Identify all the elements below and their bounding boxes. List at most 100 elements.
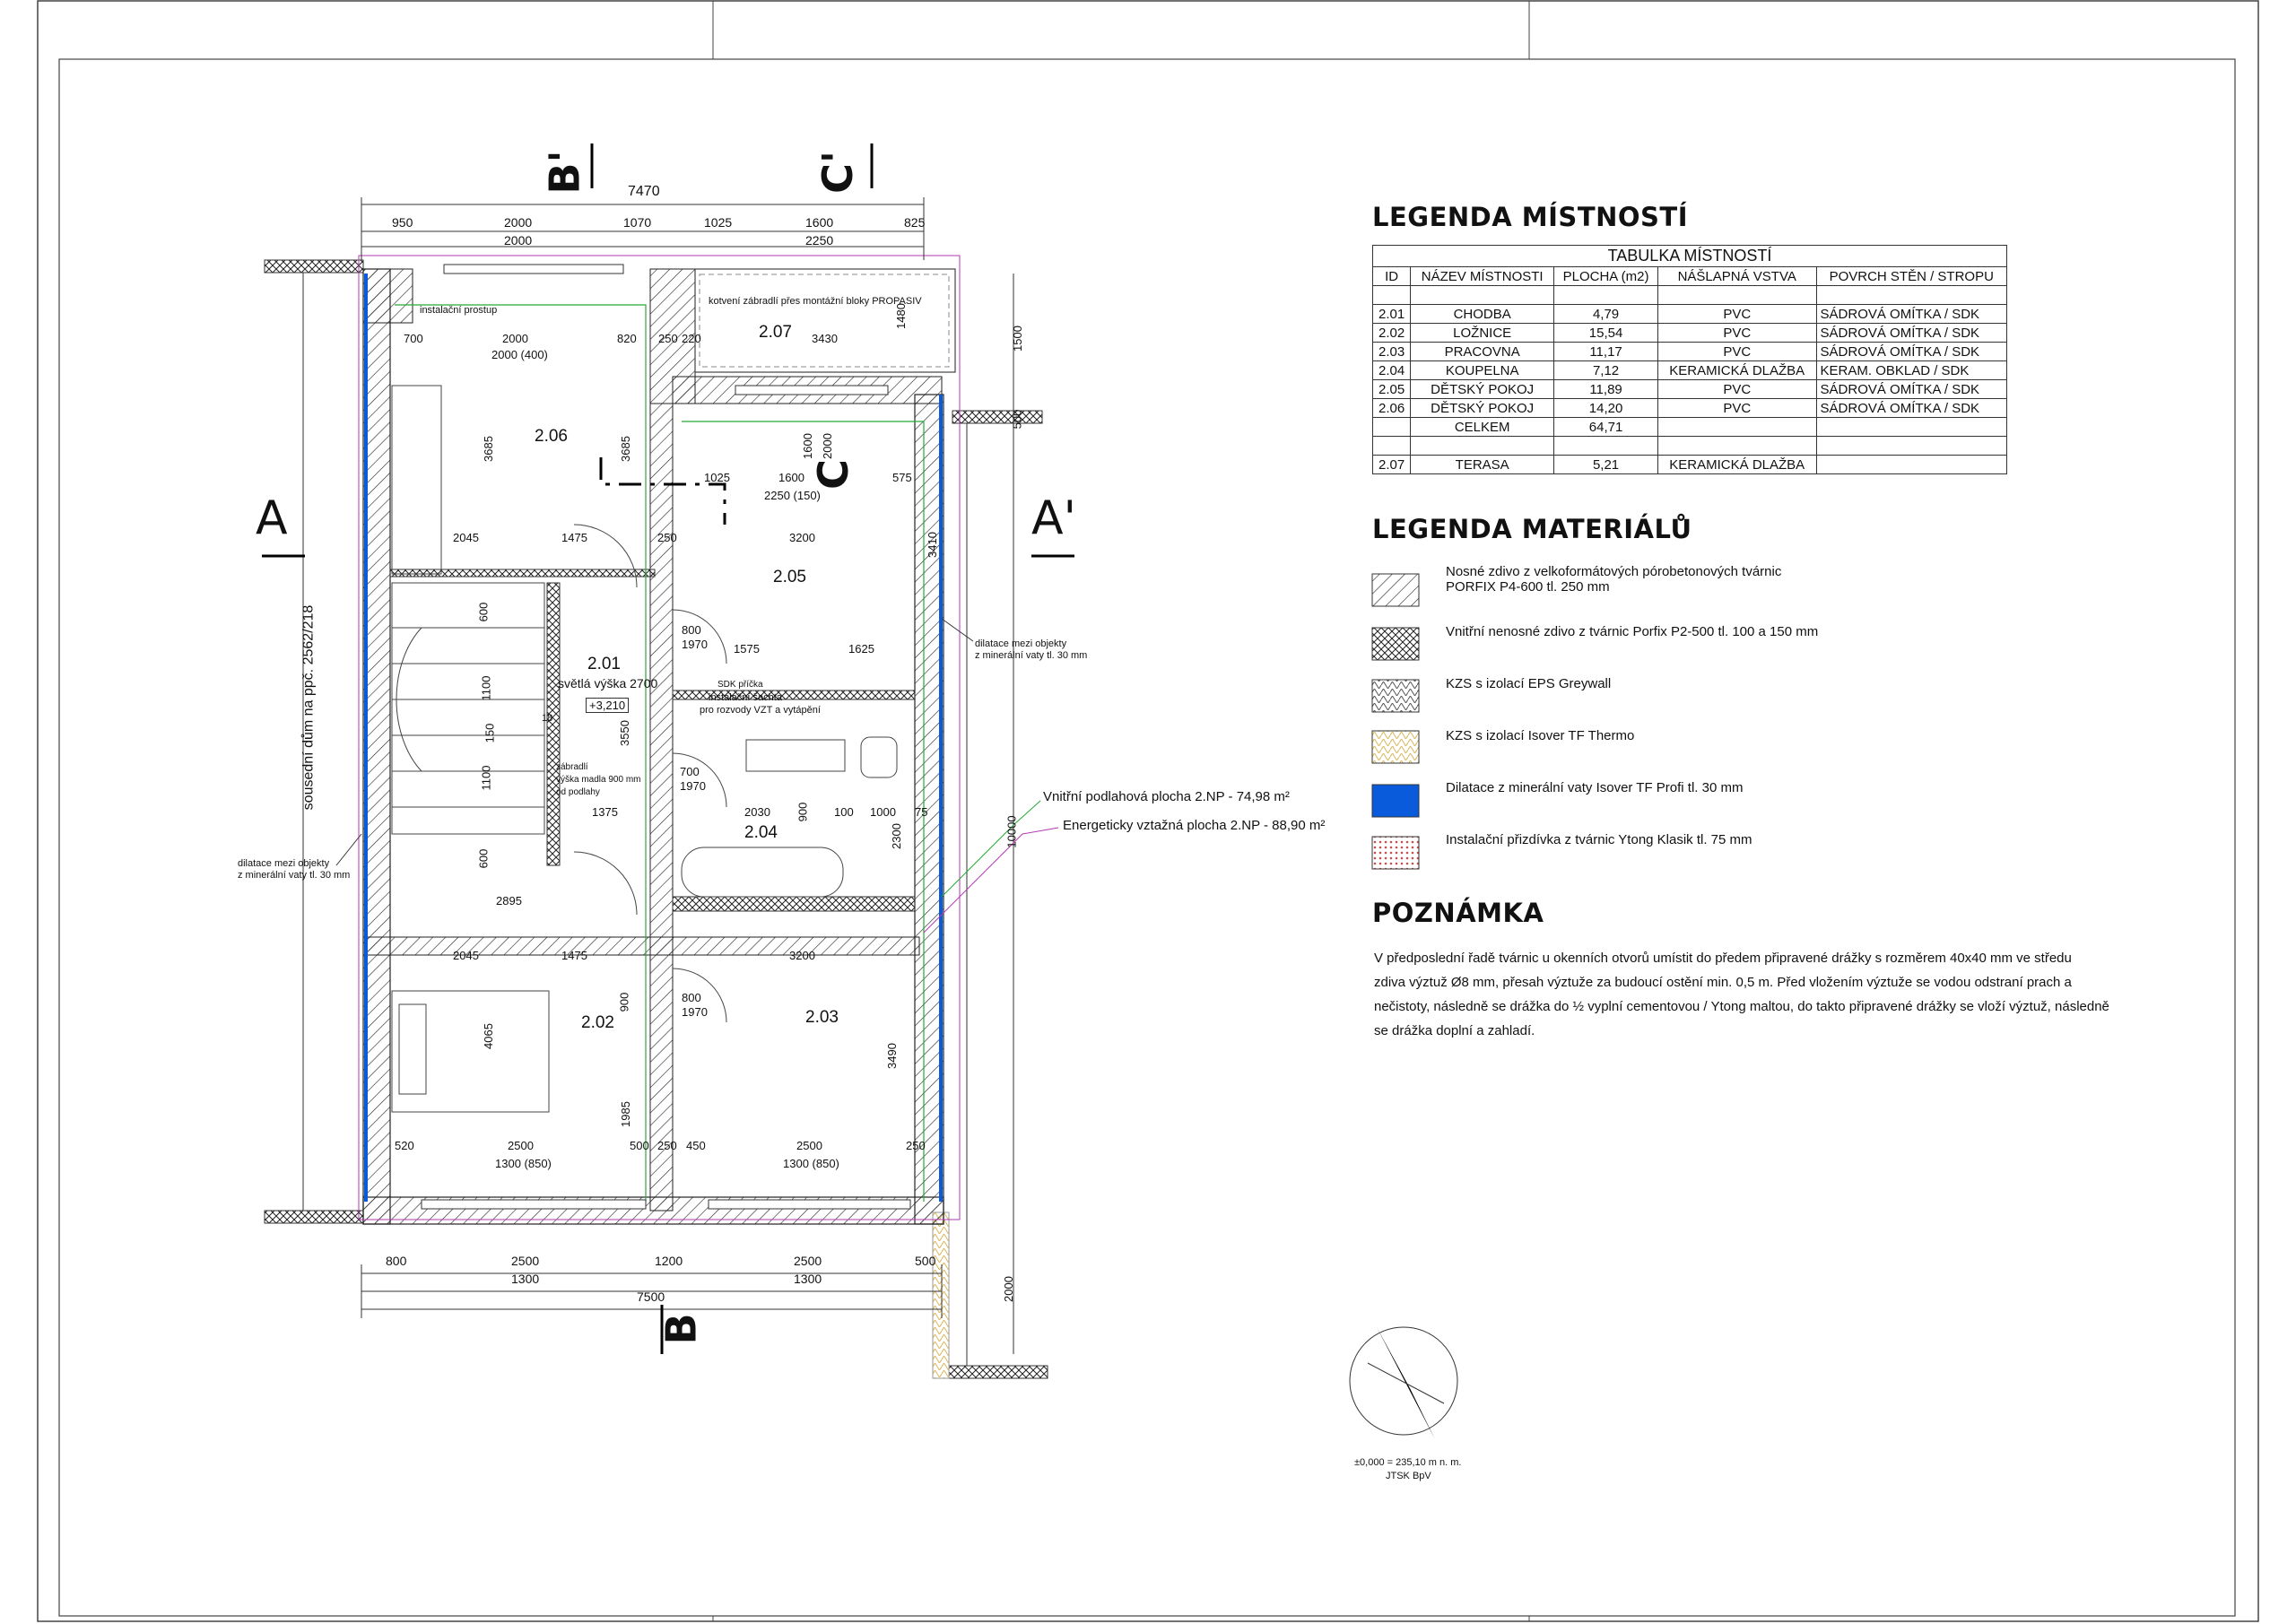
dim-label: 1500 [1010,326,1024,352]
dim-label: 450 [686,1139,706,1152]
section-mark-a-right: A' [1031,491,1076,545]
dim-label: 250 [658,332,678,345]
cell: PVC [1657,304,1817,324]
room-2-06: 2.06 [535,427,568,446]
cell: SÁDROVÁ OMÍTKA / SDK [1815,323,2008,343]
dim-label: 2500 [511,1254,540,1268]
material-label: KZS s izolací EPS Greywall [1446,675,1612,691]
dim-label: 2250 [805,233,834,248]
cell: LOŽNICE [1410,323,1555,343]
bathroom-fixtures [681,736,898,898]
dim-label: 3685 [618,436,632,462]
bearing-walls [362,268,944,1225]
cell: KOUPELNA [1410,360,1555,380]
dim-label: 3200 [789,949,815,962]
cell: SÁDROVÁ OMÍTKA / SDK [1815,398,2008,418]
cell: 2.06 [1371,398,1412,418]
dim-label: 3430 [812,332,838,345]
leader-lines [335,618,1059,934]
material-label: Nosné zdivo z velkoformátových pórobeton… [1446,564,1782,579]
dim-label: 3410 [925,532,939,558]
dim-label: 800 [682,623,701,637]
dim-label: 3490 [884,1043,899,1069]
section-mark-a-left: A [256,491,288,545]
dim-label: 2000 [504,233,533,248]
material-item: Dilatace z minerální vaty Isover TF Prof… [1446,761,2117,813]
room-2-01-height: světlá výška 2700 [558,676,658,690]
dim-label: 100 [834,805,854,819]
dim-label: 1025 [704,215,733,230]
floor-area-label: Vnitřní podlahová plocha 2.NP - 74,98 m² [1043,789,1290,804]
cell: KERAM. OBKLAD / SDK [1815,360,2008,380]
inner-frame [58,58,2236,1617]
dim-label: 575 [892,471,912,484]
room-2-02: 2.02 [581,1013,614,1032]
doors [573,524,727,1023]
cell: KERAMICKÁ DLAŽBA [1657,360,1817,380]
cell: 4,79 [1553,304,1658,324]
column-header: POVRCH STĚN / STROPU [1815,266,2008,286]
dim-label: 1300 [511,1272,540,1286]
dim-label: 3550 [617,720,631,746]
dim-label: 800 [386,1254,407,1268]
cell: 64,71 [1553,417,1658,437]
material-label: Instalační přizdívka z tvárnic Ytong Kla… [1446,831,1752,847]
materials-legend-heading: LEGENDA MATERIÁLŮ [1372,514,1692,544]
dim-label: 700 [680,765,700,778]
dim-label: 1985 [618,1101,632,1127]
dim-label: 10000 [1004,815,1019,848]
legend-panel: LEGENDA MÍSTNOSTÍ TABULKA MÍSTNOSTÍ ID N… [1371,202,2118,1043]
cell: 14,20 [1553,398,1658,418]
material-label: Vnitřní nenosné zdivo z tvárnic Porfix P… [1446,623,1819,639]
dim-label: 1575 [734,642,760,656]
dim-label: 1475 [561,531,587,544]
rooms-table: TABULKA MÍSTNOSTÍ ID NÁZEV MÍSTNOSTI PLO… [1371,245,2008,474]
dim-label: 4065 [481,1023,495,1049]
cell: 2.02 [1371,323,1412,343]
staircase [391,582,545,835]
column-header: NÁŠLAPNÁ VSTVA [1657,266,1817,286]
cell: 2.01 [1371,304,1412,324]
section-lines [262,143,1074,1354]
legend-swatches [1371,573,1420,870]
room-2-05: 2.05 [773,568,806,586]
dim-label: 500 [1010,409,1024,430]
shaft-note: SDK příčka [718,680,763,690]
dim-label: 900 [617,992,631,1012]
dim-label: 950 [392,215,413,230]
note-line: V předposlední řadě tvárnic u okenních o… [1374,951,2072,966]
dim-label: 1970 [682,638,708,651]
dim-total-bottom: 7500 [637,1290,665,1304]
dim-label: 600 [476,848,491,869]
coordinate-system: JTSK BpV [1386,1471,1431,1481]
dim-label: 1000 [870,805,896,819]
dim-label: 2030 [744,805,770,819]
dim-total-top: 7470 [628,184,660,199]
cell: 2.07 [1371,455,1412,474]
room-2-01-level: +3,210 [586,698,630,713]
note-line: se drážka doplní a zahladí. [1374,1023,1535,1038]
dim-label: 3200 [789,531,815,544]
cell: PVC [1657,379,1817,399]
dim-label: 520 [395,1139,414,1152]
note-text: V předposlední řadě tvárnic u okenních o… [1372,946,2118,1043]
dim-label: 150 [483,723,497,743]
dim-label: 2000 [1001,1276,1015,1302]
cell: 2.05 [1371,379,1412,399]
dim-label: 1070 [623,215,652,230]
rooms-legend-heading: LEGENDA MÍSTNOSTÍ [1372,202,1688,232]
cell: 11,89 [1553,379,1658,399]
shaft-note: pro rozvody VZT a vytápění [700,705,821,716]
dim-label: 500 [630,1139,649,1152]
material-label: Dilatace z minerální vaty Isover TF Prof… [1446,779,1744,795]
elevation-datum: ±0,000 = 235,10 m n. m. [1354,1457,1462,1468]
material-label: PORFIX P4-600 tl. 250 mm [1446,579,1610,595]
dimension-lines [361,197,1014,1354]
neighbour-wall-top [264,259,364,274]
room-2-07: 2.07 [759,323,792,342]
cell: PVC [1657,323,1817,343]
